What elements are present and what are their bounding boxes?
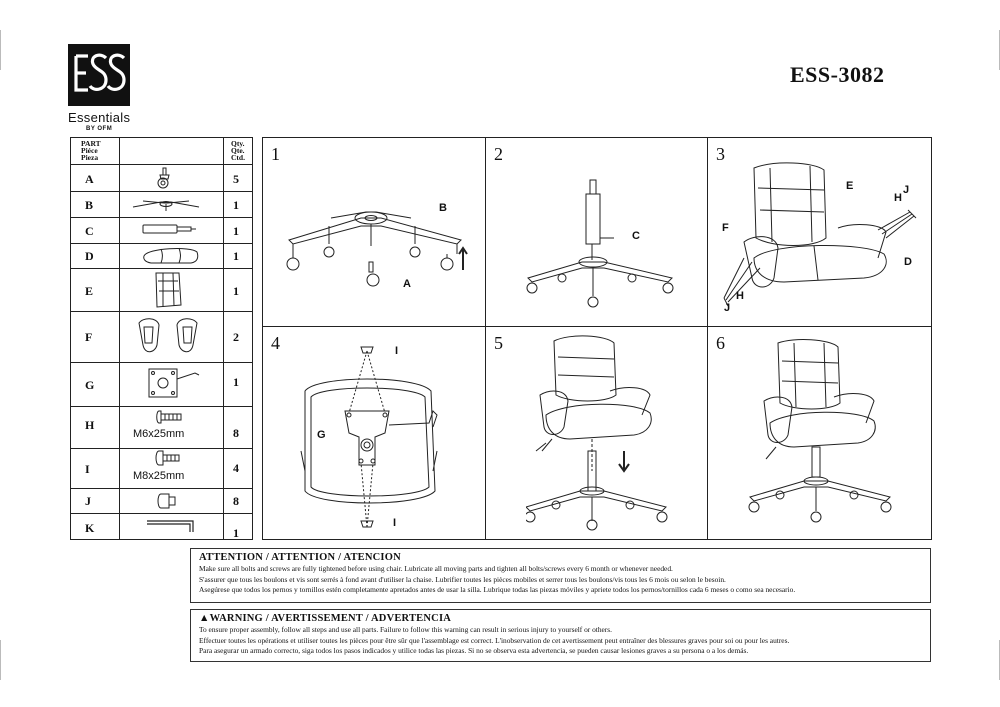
label-f: F (722, 222, 729, 234)
attention-line-es: Asegúrese que todos los pernos y tornill… (199, 585, 796, 594)
step-4: 4 I G I (263, 327, 485, 539)
attention-line-en: Make sure all bolts and screws are fully… (199, 564, 673, 573)
step-number: 1 (271, 144, 280, 164)
label-j: J (724, 302, 731, 314)
warning-triangle-icon: ▲ (199, 613, 210, 624)
label-d: D (904, 256, 912, 268)
attention-line-fr: S'assurer que tous les boulons et vis so… (199, 574, 726, 584)
qty-header: Qty.Qte.Ctd. (231, 139, 245, 162)
gas-lift-icon (142, 224, 196, 234)
ess-logo (68, 44, 130, 106)
label-h: H (894, 192, 902, 204)
step-5: 5 (486, 327, 707, 539)
label-c: C (632, 230, 640, 242)
brand-name: Essentials (68, 110, 131, 125)
crop-mark (0, 640, 1, 680)
brand-subtitle: BY OFM (86, 126, 113, 132)
label-i: I (393, 517, 397, 529)
label-e: E (846, 180, 854, 192)
base-assembly-illustration (286, 211, 468, 287)
seat-icon (143, 247, 199, 264)
label-j: J (903, 184, 910, 196)
step-number: 6 (716, 333, 725, 353)
step-2: 2 C (486, 138, 707, 326)
warning-line-es: Para asegurar un armado correcto, siga t… (199, 646, 749, 655)
attention-title: ATTENTION / ATTENTION / ATENCION (199, 552, 401, 563)
label-g: G (317, 429, 326, 441)
label-i: I (395, 345, 399, 357)
label-a: A (403, 278, 411, 290)
step-number: 4 (271, 333, 280, 353)
step-6: 6 (708, 327, 931, 539)
bolt-i-icon (155, 450, 180, 466)
mechanism-attach-illustration (300, 346, 438, 528)
bolt-h-icon (156, 410, 182, 424)
caster-icon (157, 167, 170, 189)
assembly-steps: 1 B A 2 (262, 137, 932, 540)
warning-line-en: To ensure proper assembly, follow all st… (199, 625, 612, 634)
attention-notice: ATTENTION / ATTENTION / ATENCION Make su… (190, 548, 931, 603)
step-number: 3 (716, 144, 725, 164)
gas-lift-illustration (526, 179, 674, 308)
warning-line-fr: Effectuer toutes les opérations et utili… (199, 635, 790, 645)
seat-onto-base-illustration (526, 335, 668, 531)
allen-key-icon (147, 520, 194, 532)
step-number: 5 (494, 333, 503, 353)
step-number: 2 (494, 144, 503, 164)
step-1: 1 B A (263, 138, 485, 326)
warning-notice: ▲WARNING / AVERTISSEMENT / ADVERTENCIA T… (190, 609, 931, 662)
model-number: ESS-3082 (790, 62, 885, 87)
armrest-icon (138, 318, 198, 353)
crop-mark (0, 30, 1, 70)
step-3: 3 E H J F D H J (708, 138, 931, 326)
label-b: B (439, 202, 447, 214)
mechanism-icon (148, 368, 200, 398)
backrest-icon (155, 272, 182, 308)
seat-back-armrest-illustration (723, 162, 917, 307)
cap-icon (157, 493, 176, 509)
warning-title: ▲WARNING / AVERTISSEMENT / ADVERTENCIA (199, 613, 452, 624)
base-icon (132, 200, 200, 211)
label-h: H (736, 290, 744, 302)
completed-chair-illustration (748, 339, 892, 523)
